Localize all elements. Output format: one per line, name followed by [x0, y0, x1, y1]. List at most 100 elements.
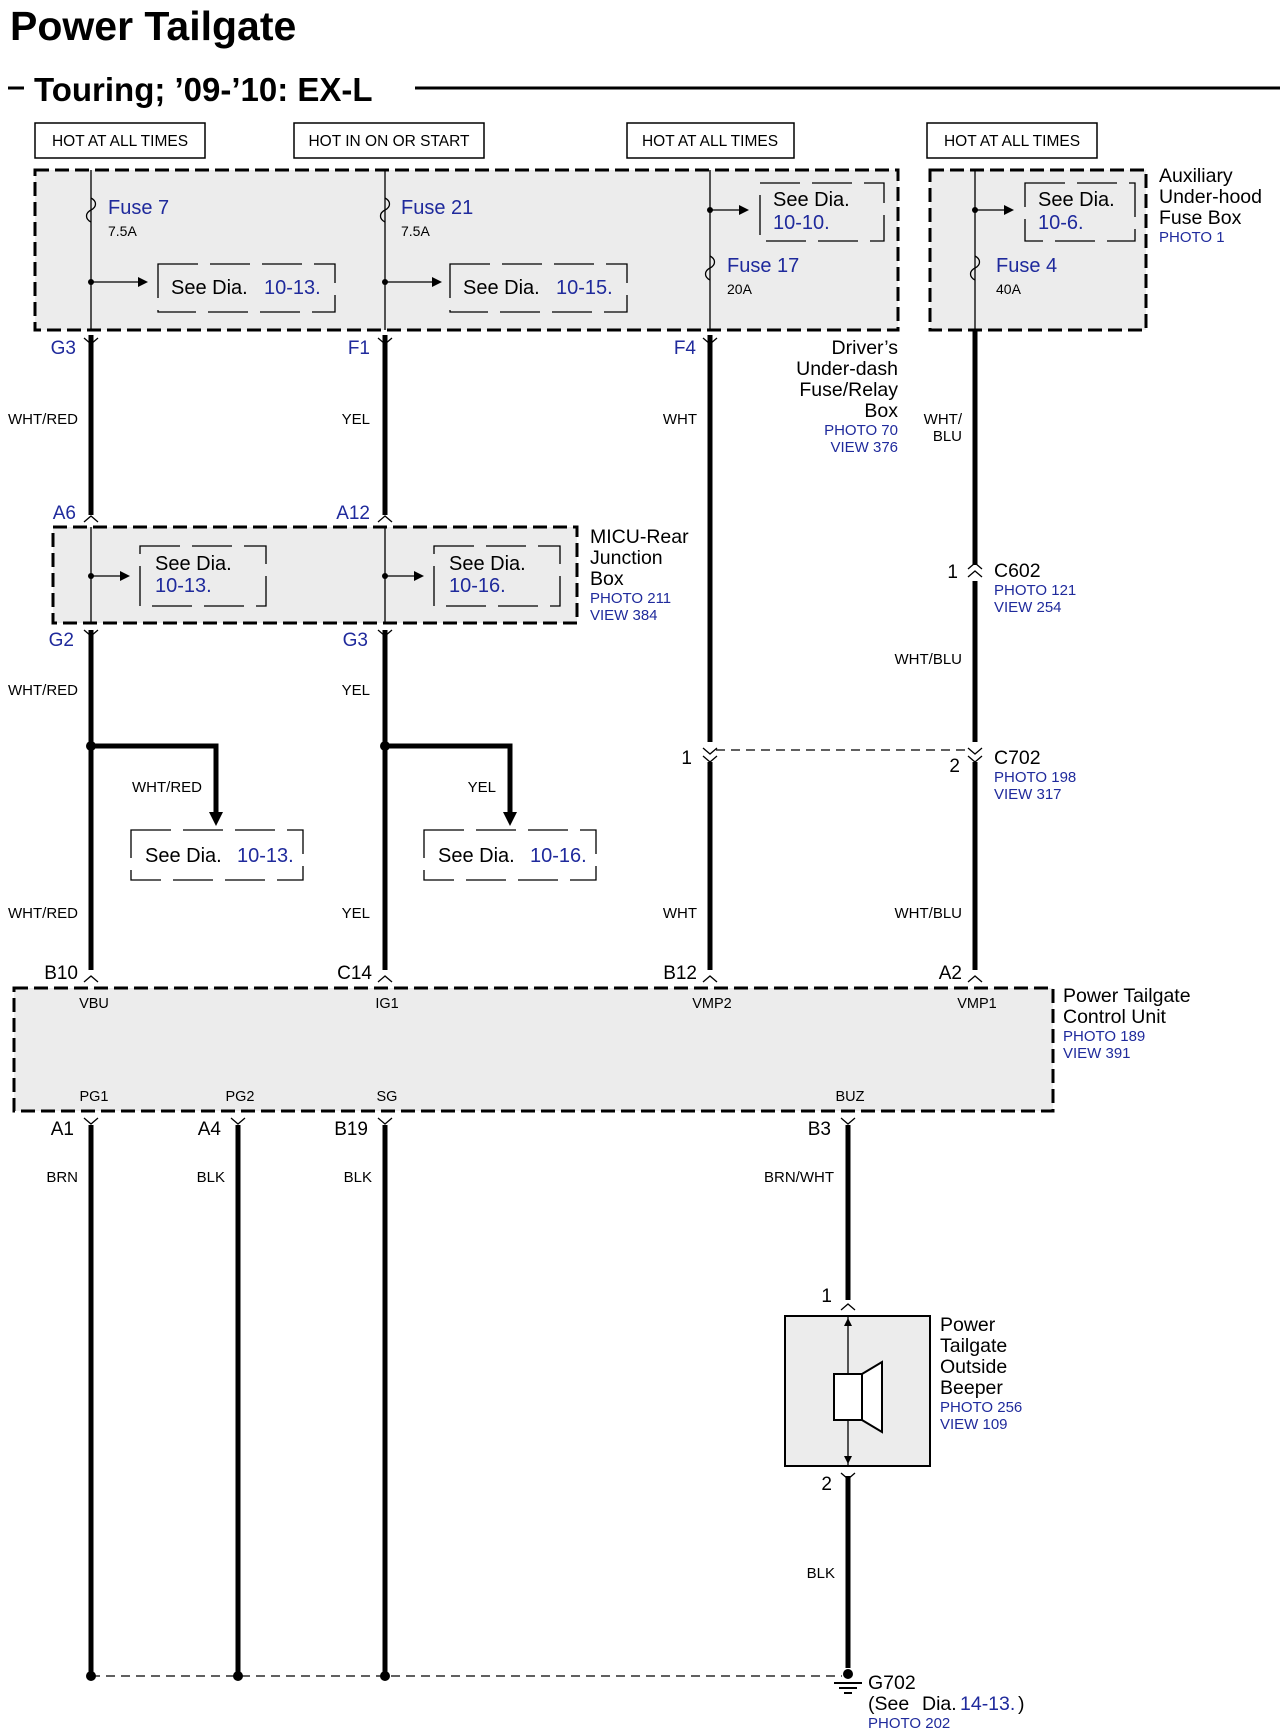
pin-b10: B10	[44, 963, 78, 984]
svg-text:WHT: WHT	[663, 905, 697, 922]
svg-text:See Dia.: See Dia.	[773, 189, 850, 211]
page-subtitle: Touring; ’09-’10: EX-L	[34, 71, 373, 108]
pin-a1: A1	[51, 1119, 74, 1140]
drivers-box-label: Driver’s	[832, 337, 899, 359]
svg-text:10-16.: 10-16.	[530, 845, 587, 867]
svg-text:YEL: YEL	[342, 411, 370, 428]
see-dia-ref[interactable]: See Dia. 10-13.	[157, 263, 336, 313]
svg-text:BLK: BLK	[807, 1565, 835, 1582]
pin-g3: G3	[51, 338, 76, 359]
svg-text:See Dia.: See Dia.	[155, 553, 232, 575]
beeper-pin-2: 2	[821, 1474, 832, 1495]
svg-text:Fuse/Relay: Fuse/Relay	[799, 379, 898, 401]
svg-text:VIEW 109: VIEW 109	[940, 1416, 1008, 1433]
svg-text:10-13.: 10-13.	[264, 277, 321, 299]
pin-g2: G2	[49, 630, 74, 651]
aux-fuse-box	[928, 168, 1148, 332]
svg-text:10-15.: 10-15.	[556, 277, 613, 299]
svg-text:WHT/BLU: WHT/BLU	[895, 651, 963, 668]
svg-text:Under-dash: Under-dash	[796, 358, 898, 380]
pin-b3: B3	[808, 1119, 831, 1140]
see-dia-ref[interactable]: See Dia. 10-16.	[433, 545, 561, 607]
svg-text:Under-hood: Under-hood	[1159, 186, 1262, 208]
fuse-symbol	[379, 197, 391, 223]
fuse-17-label: Fuse 17	[727, 255, 799, 277]
aux-box-photo: PHOTO 1	[1159, 229, 1225, 246]
svg-text:PG1: PG1	[79, 1089, 108, 1105]
hot-label-4: HOT AT ALL TIMES	[926, 122, 1098, 159]
hot-label-3: HOT AT ALL TIMES	[626, 122, 795, 159]
svg-text:WHT/BLU: WHT/BLU	[895, 905, 963, 922]
fuse-7-rating: 7.5A	[108, 223, 137, 239]
svg-text:SG: SG	[377, 1089, 398, 1105]
svg-text:WHT/: WHT/	[924, 411, 963, 428]
svg-text:HOT AT ALL TIMES: HOT AT ALL TIMES	[52, 133, 188, 150]
pin-c14: C14	[337, 963, 372, 984]
micu-label: MICU-Rear	[590, 526, 689, 548]
pin-g3-mid: G3	[343, 630, 368, 651]
svg-text:Outside: Outside	[940, 1356, 1007, 1378]
svg-text:HOT AT ALL TIMES: HOT AT ALL TIMES	[944, 133, 1080, 150]
svg-text:IG1: IG1	[375, 996, 398, 1012]
svg-text:YEL: YEL	[468, 779, 496, 796]
svg-text:): )	[1018, 1693, 1025, 1715]
fuse-17-rating: 20A	[727, 281, 753, 297]
svg-text:BRN: BRN	[46, 1169, 78, 1186]
see-dia-ref[interactable]: See Dia. 10-13.	[130, 829, 304, 881]
power-tailgate-control-unit	[12, 986, 1055, 1113]
svg-text:See Dia.: See Dia.	[171, 277, 248, 299]
svg-text:See Dia.: See Dia.	[1038, 189, 1115, 211]
svg-text:See Dia.: See Dia.	[463, 277, 540, 299]
svg-text:See Dia.: See Dia.	[449, 553, 526, 575]
see-dia-ref[interactable]: See Dia. 10-16.	[423, 829, 597, 881]
svg-text:Dia.: Dia.	[922, 1693, 957, 1715]
svg-text:Box: Box	[590, 568, 624, 590]
hot-label-1: HOT AT ALL TIMES	[34, 122, 206, 159]
svg-text:Junction: Junction	[590, 547, 663, 569]
svg-text:VBU: VBU	[79, 996, 109, 1012]
svg-text:10-13.: 10-13.	[237, 845, 294, 867]
svg-text:Tailgate: Tailgate	[940, 1335, 1007, 1357]
page-title: Power Tailgate	[10, 3, 296, 49]
svg-text:BUZ: BUZ	[836, 1089, 865, 1105]
c702-pin-1: 1	[681, 748, 692, 769]
svg-text:PHOTO 198: PHOTO 198	[994, 769, 1076, 786]
see-dia-ref[interactable]: See Dia. 10-13.	[139, 545, 267, 607]
svg-text:HOT AT ALL TIMES: HOT AT ALL TIMES	[642, 133, 778, 150]
ground-icon	[834, 1682, 862, 1694]
svg-text:Box: Box	[864, 400, 898, 422]
svg-text:YEL: YEL	[342, 682, 370, 699]
svg-text:PHOTO 256: PHOTO 256	[940, 1399, 1022, 1416]
see-dia-ref[interactable]: See Dia. 10-15.	[449, 263, 628, 313]
see-dia-ref[interactable]: See Dia. 10-10.	[759, 182, 885, 242]
pin-b19: B19	[334, 1119, 368, 1140]
g702-see-ref[interactable]: 14-13.	[960, 1693, 1015, 1715]
svg-text:WHT: WHT	[663, 411, 697, 428]
svg-text:PHOTO 211: PHOTO 211	[590, 590, 671, 607]
svg-text:See Dia.: See Dia.	[145, 845, 222, 867]
pin-a4: A4	[198, 1119, 222, 1140]
svg-text:BLU: BLU	[933, 428, 962, 445]
svg-text:Control Unit: Control Unit	[1063, 1006, 1167, 1028]
svg-text:10-16.: 10-16.	[449, 575, 506, 597]
svg-text:Fuse Box: Fuse Box	[1159, 207, 1242, 229]
fuse-7-label: Fuse 7	[108, 197, 169, 219]
svg-text:10-6.: 10-6.	[1038, 212, 1084, 234]
svg-text:PHOTO 121: PHOTO 121	[994, 582, 1076, 599]
svg-text:VMP1: VMP1	[957, 996, 997, 1012]
svg-text:BLK: BLK	[197, 1169, 225, 1186]
svg-text:BLK: BLK	[344, 1169, 372, 1186]
c602-pin: 1	[947, 562, 958, 583]
svg-text:WHT/RED: WHT/RED	[132, 779, 202, 796]
see-dia-ref[interactable]: See Dia. 10-6.	[1024, 182, 1136, 242]
svg-text:BRN/WHT: BRN/WHT	[764, 1169, 834, 1186]
svg-text:PHOTO 202: PHOTO 202	[868, 1715, 950, 1732]
svg-text:VIEW 384: VIEW 384	[590, 607, 658, 624]
svg-text:See Dia.: See Dia.	[438, 845, 515, 867]
pin-a6: A6	[53, 503, 76, 524]
fuse-symbol	[969, 255, 981, 281]
c702-pin-2: 2	[949, 756, 960, 777]
svg-text:PHOTO 189: PHOTO 189	[1063, 1028, 1145, 1045]
svg-text:WHT/RED: WHT/RED	[8, 411, 78, 428]
